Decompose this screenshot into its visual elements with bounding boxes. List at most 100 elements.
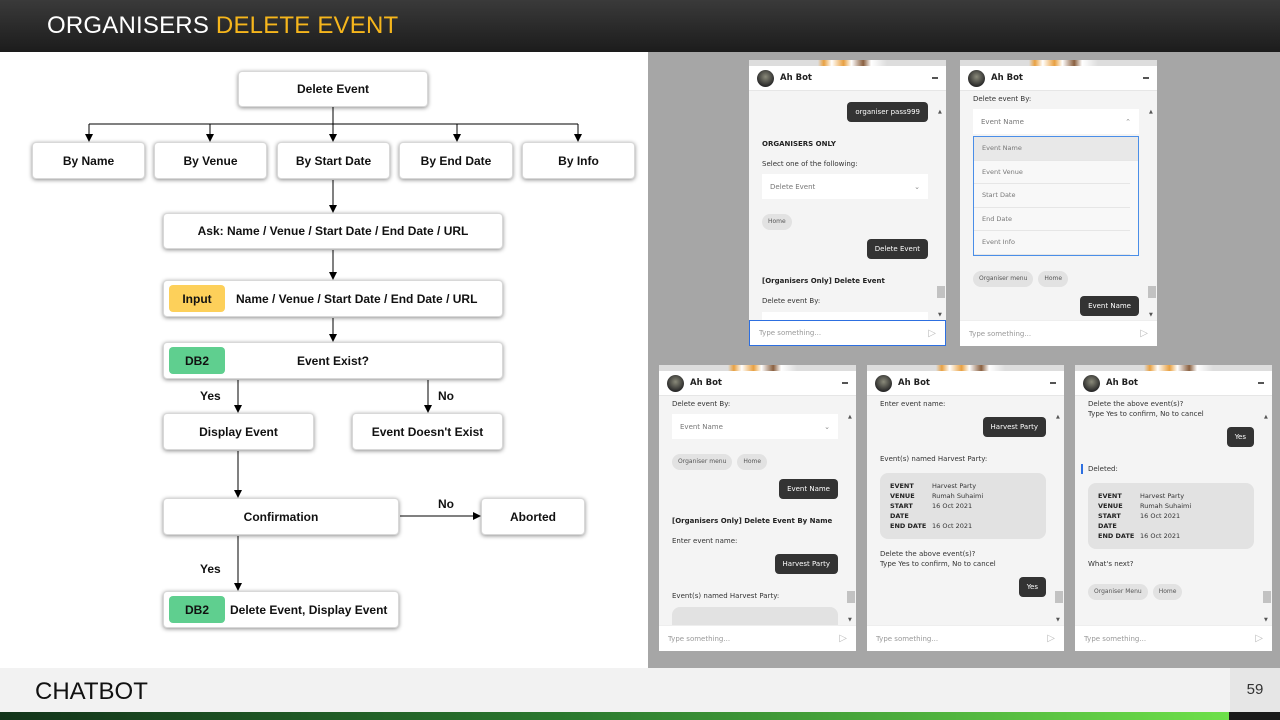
title-accent: DELETE EVENT: [215, 12, 399, 39]
quick-reply-button[interactable]: Home: [737, 454, 768, 470]
message-input[interactable]: Type something...▷: [867, 625, 1064, 651]
scroll-thumb[interactable]: [1263, 591, 1271, 603]
minimize-icon[interactable]: [842, 382, 848, 384]
input-text: Name / Venue / Start Date / End Date / U…: [236, 291, 478, 306]
scroll-thumb[interactable]: [1148, 286, 1156, 298]
minimize-icon[interactable]: [1050, 382, 1056, 384]
scroll-down-icon[interactable]: ▼: [1056, 617, 1060, 623]
node-by-start-date: By Start Date: [277, 142, 390, 179]
scroll-down-icon[interactable]: ▼: [1149, 312, 1153, 318]
chevron-up-icon: ⌃: [1125, 117, 1131, 126]
scrollbar[interactable]: ▲▼: [846, 396, 856, 625]
header-image: [867, 365, 1064, 371]
scroll-up-icon[interactable]: ▲: [1149, 109, 1153, 115]
input-placeholder: Type something...: [668, 634, 731, 643]
field-value: Harvest Party: [932, 482, 977, 490]
bot-name: Ah Bot: [780, 73, 812, 83]
select-value: Event Name: [680, 422, 723, 431]
input-badge: Input: [169, 285, 225, 312]
scroll-up-icon[interactable]: ▲: [1056, 414, 1060, 420]
scrollbar[interactable]: ▲▼: [1147, 91, 1157, 320]
input-placeholder: Type something...: [759, 329, 822, 337]
chat-messages: Delete event By: Event Name ⌄ Organiser men…: [659, 396, 846, 625]
quick-reply-button[interactable]: Organiser menu: [672, 454, 733, 470]
select-dropdown[interactable]: Event Name ⌄: [672, 414, 838, 439]
bot-avatar: [757, 69, 774, 87]
bot-message: Delete the above event(s)?: [1088, 400, 1184, 408]
label-yes: Yes: [200, 562, 221, 576]
minimize-icon[interactable]: [1143, 77, 1149, 79]
message-input[interactable]: Type something... ▷: [749, 320, 946, 346]
send-icon[interactable]: ▷: [928, 327, 936, 339]
chat-header: Ah Bot: [960, 66, 1157, 91]
scrollbar[interactable]: ▲▼: [1262, 396, 1272, 625]
scroll-up-icon[interactable]: ▲: [938, 109, 942, 115]
bot-message: Delete event By:: [672, 400, 731, 408]
dropdown-option[interactable]: Start Date: [974, 184, 1130, 208]
field-label: END DATE: [890, 522, 927, 530]
scroll-thumb[interactable]: [1055, 591, 1063, 603]
message-input[interactable]: Type something... ▷: [659, 625, 856, 651]
minimize-icon[interactable]: [1258, 382, 1264, 384]
scroll-down-icon[interactable]: ▼: [938, 312, 942, 318]
chevron-down-icon: ⌄: [824, 422, 830, 431]
node-event-not-exist: Event Doesn't Exist: [352, 413, 503, 450]
quick-reply-button[interactable]: Home: [1038, 270, 1069, 287]
scroll-thumb[interactable]: [847, 591, 855, 603]
chevron-down-icon: ⌄: [914, 182, 920, 191]
bot-heading: [Organisers Only] Delete Event By Name: [672, 517, 833, 525]
user-message: Yes: [880, 577, 1046, 597]
quick-reply-button[interactable]: Home: [1152, 584, 1183, 600]
scroll-down-icon[interactable]: ▼: [1264, 617, 1268, 623]
send-icon[interactable]: ▷: [1255, 633, 1263, 644]
chat-header: Ah Bot: [749, 66, 946, 91]
node-event-exist: DB2 Event Exist?: [163, 342, 503, 379]
bot-heading: [Organisers Only] Delete Event: [762, 277, 885, 285]
dropdown-option[interactable]: Event Name: [974, 137, 1138, 161]
send-icon[interactable]: ▷: [1047, 633, 1055, 644]
quick-reply-button[interactable]: Organiser Menu: [1088, 584, 1148, 600]
send-icon[interactable]: ▷: [1140, 328, 1148, 339]
message-input[interactable]: Type something...▷: [960, 320, 1157, 346]
footer-accent-bar: [0, 712, 1280, 720]
select-dropdown[interactable]: Event Name ⌃: [973, 109, 1139, 134]
bot-message: Enter event name:: [672, 537, 738, 545]
quick-reply-button[interactable]: Home: [762, 214, 792, 230]
scroll-down-icon[interactable]: ▼: [848, 617, 852, 623]
dropdown-option[interactable]: Event Info: [974, 231, 1130, 255]
bot-heading: ORGANISERS ONLY: [762, 140, 836, 148]
dropdown-option[interactable]: Event Venue: [974, 161, 1130, 184]
scroll-thumb[interactable]: [937, 286, 945, 298]
scrollbar[interactable]: ▲▼: [936, 91, 946, 320]
scrollbar[interactable]: ▲▼: [1054, 396, 1064, 625]
field-label: VENUE: [890, 492, 915, 500]
user-bubble: Event Name: [1080, 295, 1139, 316]
header-image: [1075, 365, 1272, 371]
flowchart-connectors: [85, 107, 582, 591]
bot-message: Type Yes to confirm, No to cancel: [880, 560, 996, 568]
field-value: Rumah Suhaimi: [1140, 502, 1192, 510]
user-bubble: Yes: [1226, 427, 1254, 447]
scroll-up-icon[interactable]: ▲: [1264, 414, 1268, 420]
user-message: Harvest Party: [880, 417, 1046, 437]
message-input[interactable]: Type something...▷: [1075, 625, 1272, 651]
send-icon[interactable]: ▷: [839, 633, 847, 644]
scroll-up-icon[interactable]: ▲: [848, 414, 852, 420]
user-message: Harvest Party: [672, 554, 838, 574]
select-value: Event Name: [981, 117, 1024, 126]
quick-reply-button[interactable]: Organiser menu: [973, 270, 1034, 287]
bot-avatar: [667, 374, 684, 392]
node-ask: Ask: Name / Venue / Start Date / End Dat…: [163, 213, 503, 249]
chat-header: Ah Bot: [867, 371, 1064, 396]
dropdown-option[interactable]: End Date: [974, 208, 1130, 231]
minimize-icon[interactable]: [932, 77, 938, 79]
select-dropdown[interactable]: Delete Event⌄: [762, 174, 928, 199]
